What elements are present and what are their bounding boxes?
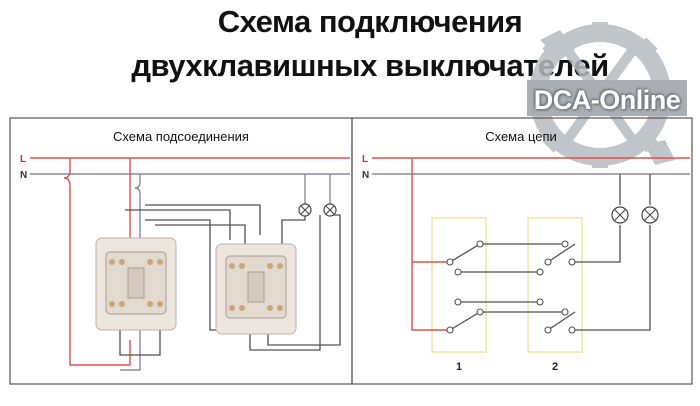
left-neutral-wires: [120, 174, 331, 371]
right-label-n: N: [362, 170, 369, 181]
right-switch-label-2: 2: [552, 361, 558, 373]
right-panel-frame: [351, 117, 693, 385]
left-label-n: N: [20, 170, 27, 181]
left-lamp-1: [298, 203, 312, 217]
left-label-l: L: [20, 154, 26, 165]
right-switch-label-1: 1: [456, 361, 462, 373]
right-circuit-wires: [449, 174, 651, 331]
right-switch-frame-1: [431, 217, 487, 353]
right-switch-frame-2: [527, 217, 583, 353]
right-lamp-1: [611, 206, 629, 224]
watermark-logo: [527, 22, 687, 168]
right-label-l: L: [362, 154, 368, 165]
left-switch-block-2: [215, 243, 297, 335]
title-line-2: двухклавишных выключателей: [131, 48, 609, 83]
left-lamp-2: [323, 203, 337, 217]
left-panel-heading: Схема подсоединения: [113, 129, 249, 144]
right-lamp-2: [641, 206, 659, 224]
right-panel-heading: Схема цепи: [485, 129, 557, 144]
left-control-wires: [119, 204, 341, 356]
watermark-text: DCA-Online: [533, 85, 681, 115]
right-phase-feed: [411, 158, 450, 331]
right-contact-points: [446, 240, 576, 334]
title-line-1: Схема подключения: [217, 4, 523, 39]
left-switch-block-1: [95, 237, 177, 331]
left-phase-wires: [63, 158, 131, 366]
